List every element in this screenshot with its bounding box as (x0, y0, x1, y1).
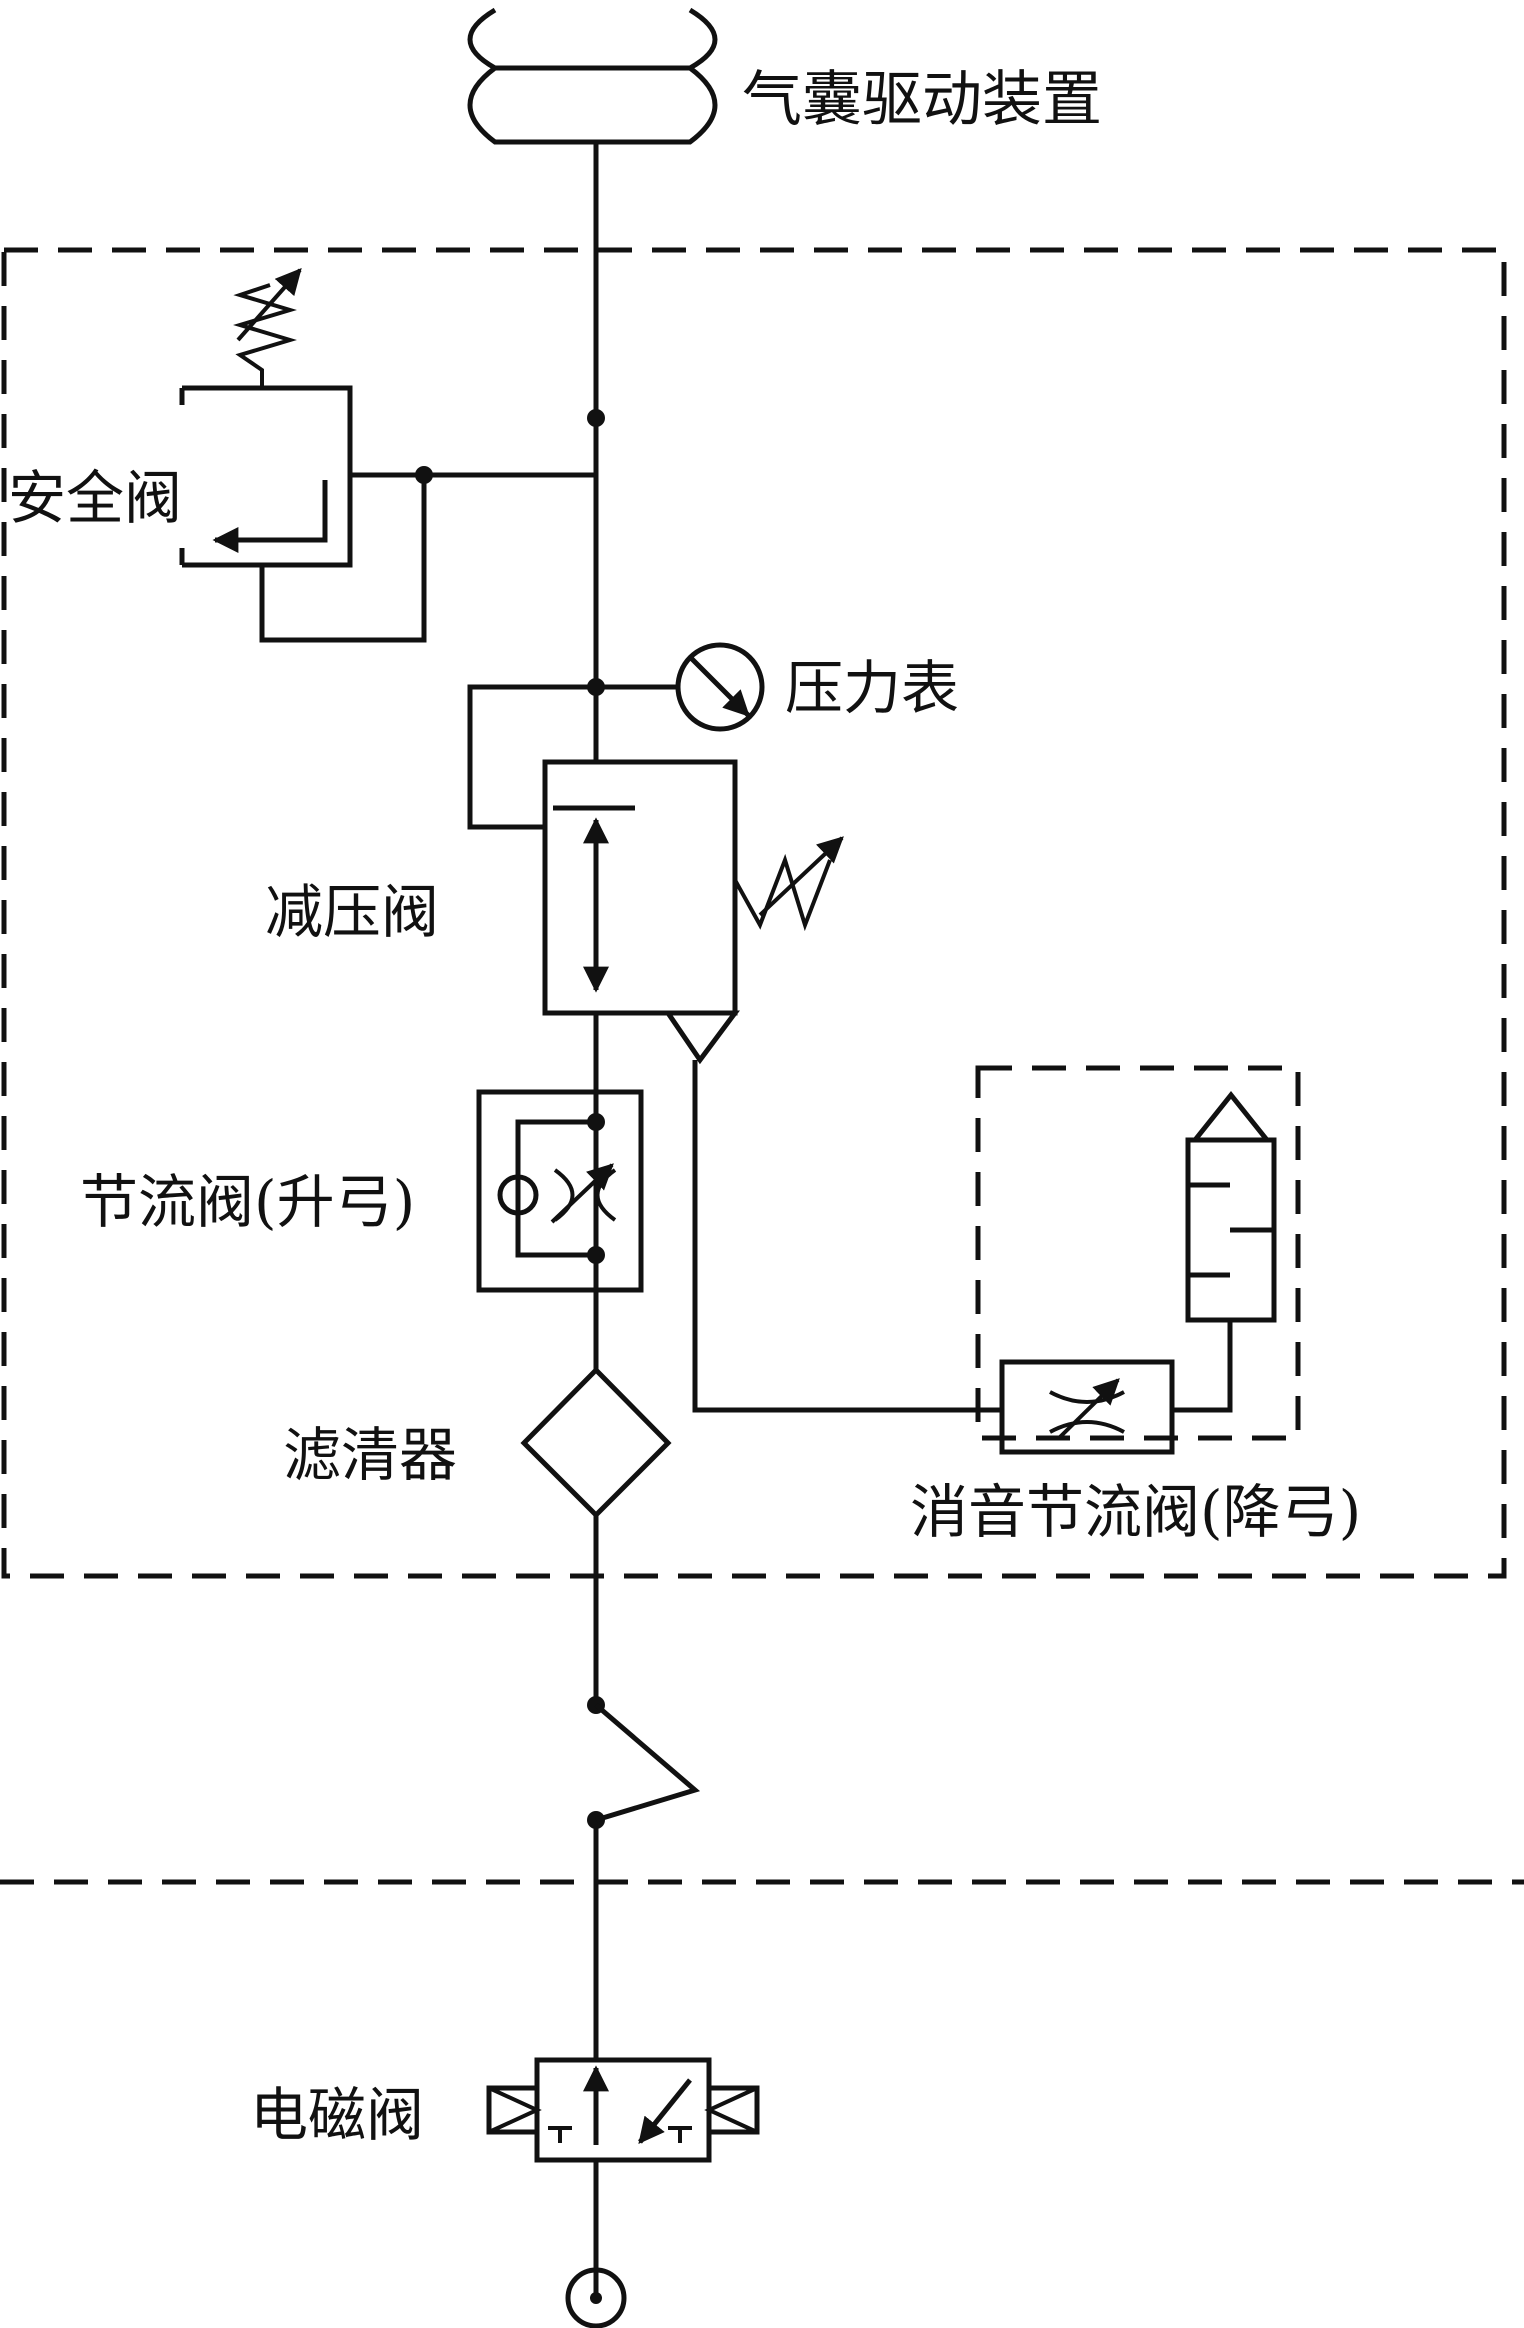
muffler-throttle-valve-symbol (999, 1090, 1277, 1455)
air-source-symbol (565, 2267, 627, 2328)
throttle-valve-up-symbol (476, 1089, 644, 1293)
solenoid-valve-symbol (486, 2057, 760, 2163)
reducing-valve-symbol (467, 684, 844, 1065)
filter-symbol (520, 1366, 672, 1519)
safety-valve-label: 安全阀 (8, 464, 182, 532)
junction-dot (587, 409, 605, 427)
throttle-valve-up-label: 节流阀(升弓) (80, 1168, 415, 1236)
filter-label: 滤清器 (283, 1421, 457, 1489)
muffler-throttle-valve-label: 消音节流阀(降弓) (910, 1478, 1361, 1546)
muffler-unit-boundary (975, 1065, 1301, 1441)
pressure-gauge-label: 压力表 (785, 654, 959, 722)
airbag-actuator-symbol (467, 7, 718, 145)
pressure-gauge-symbol (596, 642, 765, 732)
flexible-hose-symbol (594, 1703, 701, 1823)
exhaust-line (692, 1060, 1002, 1413)
main-unit-boundary (1, 247, 1507, 1579)
safety-valve-symbol (179, 268, 596, 643)
reducing-valve-label: 减压阀 (265, 878, 439, 946)
solenoid-valve-label: 电磁阀 (250, 2081, 424, 2149)
airbag-actuator-label: 气囊驱动装置 (742, 65, 1102, 135)
